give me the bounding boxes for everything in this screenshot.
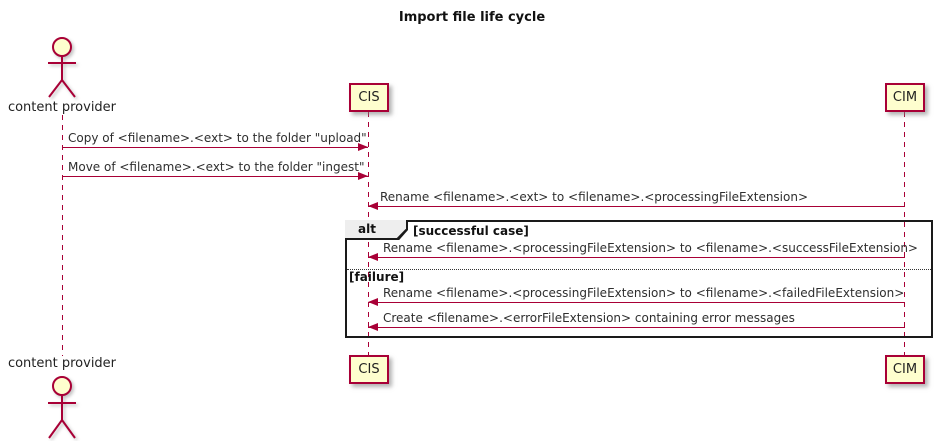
- participant-cim-top: CIM: [885, 83, 925, 112]
- message-label: Rename <filename>.<ext> to <filename>.<p…: [380, 190, 809, 204]
- arrowhead-left-icon: [368, 202, 378, 210]
- message-line: [368, 257, 905, 258]
- arrowhead-left-icon: [368, 253, 378, 261]
- message-line: [368, 327, 905, 328]
- participant-cim-label: CIM: [892, 362, 918, 377]
- message-label: Rename <filename>.<processingFileExtensi…: [383, 286, 905, 300]
- arrowhead-right-icon: [358, 143, 368, 151]
- message-line: [62, 176, 368, 177]
- message-line: [368, 206, 905, 207]
- lifeline-content-provider: [62, 115, 63, 356]
- arrowhead-left-icon: [368, 298, 378, 306]
- alt-condition-success: [successful case]: [413, 224, 529, 238]
- message-line: [368, 302, 905, 303]
- alt-condition-failure: [failure]: [349, 270, 405, 284]
- message-label: Rename <filename>.<processingFileExtensi…: [383, 241, 918, 255]
- participant-cis-top: CIS: [349, 83, 389, 112]
- actor-icon: [48, 376, 76, 439]
- participant-cim-bottom: CIM: [885, 355, 925, 384]
- diagram-title: Import file life cycle: [398, 10, 546, 25]
- actor-label-top: content provider: [7, 100, 117, 115]
- participant-cis-label: CIS: [358, 90, 380, 105]
- message-label: Copy of <filename>.<ext> to the folder "…: [68, 131, 367, 145]
- alt-divider: [347, 269, 931, 270]
- actor-label-bottom: content provider: [7, 356, 117, 371]
- lifeline-cim: [904, 112, 905, 355]
- arrowhead-right-icon: [358, 172, 368, 180]
- arrowhead-left-icon: [368, 323, 378, 331]
- message-label: Move of <filename>.<ext> to the folder "…: [68, 160, 365, 174]
- alt-keyword: alt: [345, 220, 406, 238]
- participant-cim-label: CIM: [892, 90, 918, 105]
- participant-cis-bottom: CIS: [349, 355, 389, 384]
- participant-cis-label: CIS: [358, 362, 380, 377]
- message-label: Create <filename>.<errorFileExtension> c…: [383, 311, 795, 325]
- alt-frame: alt [successful case] [failure]: [345, 220, 933, 338]
- alt-keyword-badge: alt: [345, 220, 408, 240]
- actor-icon: [48, 37, 76, 98]
- message-line: [62, 147, 368, 148]
